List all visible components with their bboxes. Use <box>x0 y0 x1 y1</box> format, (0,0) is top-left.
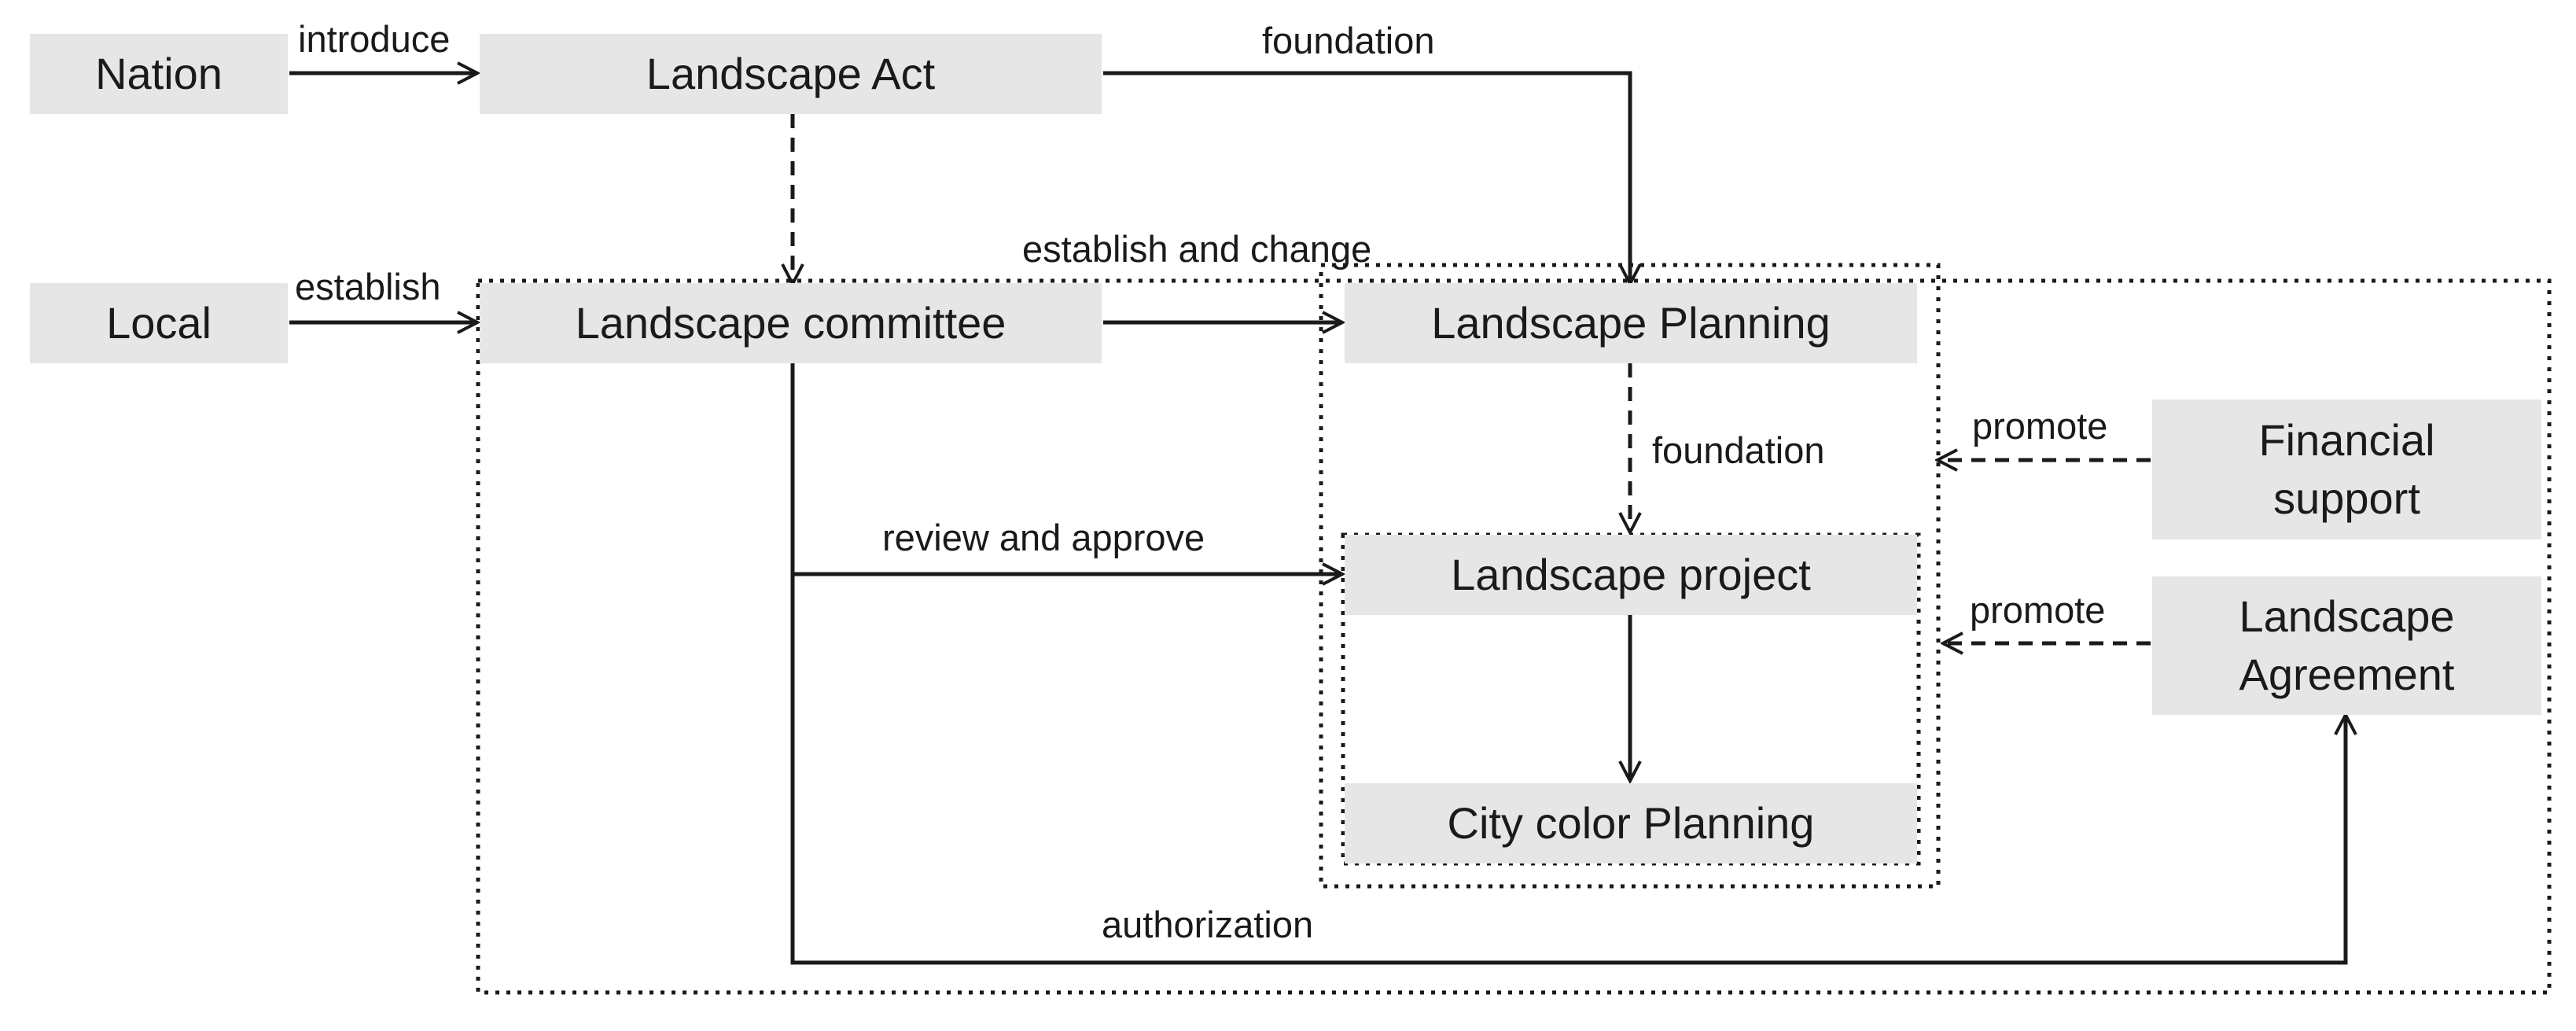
label-promote-agreement: promote <box>1970 589 2106 631</box>
label-authorization: authorization <box>1102 904 1314 945</box>
edge-authorization <box>790 574 2346 965</box>
node-landscape-project: Landscape project <box>1345 535 1917 615</box>
node-landscape-planning: Landscape Planning <box>1345 283 1917 363</box>
node-nation: Nation <box>30 34 288 114</box>
node-local: Local <box>30 283 288 363</box>
label-establish-and-change: establish and change <box>1022 228 1372 270</box>
label-promote-financial: promote <box>1972 405 2108 447</box>
node-landscape-committee: Landscape committee <box>480 283 1102 363</box>
node-financial-support: Financial support <box>2152 400 2541 539</box>
local-domain-outline <box>476 278 2552 995</box>
label-introduce: introduce <box>298 18 451 60</box>
node-city-color-planning: City color Planning <box>1345 783 1917 863</box>
node-landscape-agreement: Landscape Agreement <box>2152 576 2541 715</box>
label-foundation-top: foundation <box>1262 20 1435 61</box>
label-foundation-mid: foundation <box>1652 429 1825 471</box>
label-establish: establish <box>295 266 441 307</box>
label-review-and-approve: review and approve <box>882 517 1205 558</box>
edge-foundation-top <box>1103 71 1630 283</box>
node-landscape-act: Landscape Act <box>480 34 1102 114</box>
